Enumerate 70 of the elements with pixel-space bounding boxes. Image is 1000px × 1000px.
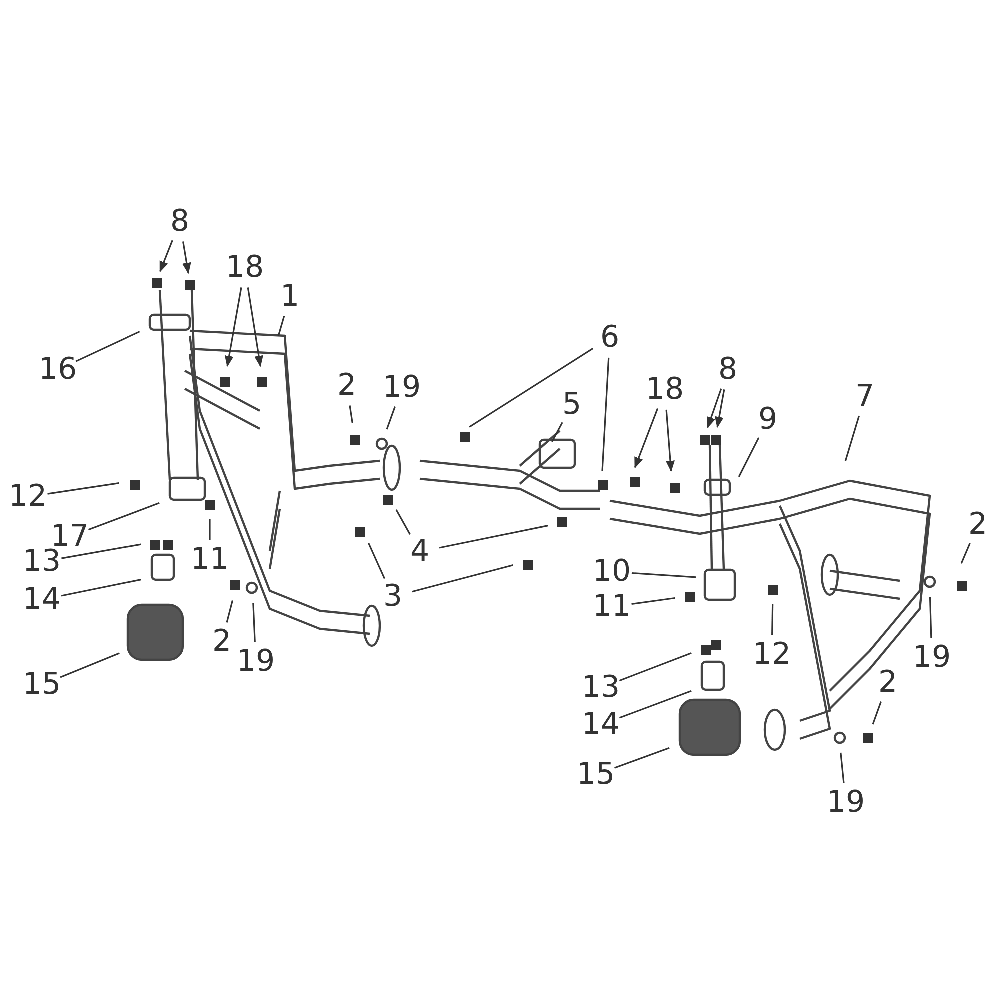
leader-line xyxy=(278,316,286,337)
callout-number: 2 xyxy=(968,509,988,541)
callout-number: 2 xyxy=(337,370,357,402)
leader-line xyxy=(224,288,242,368)
leader-line xyxy=(412,564,514,593)
callout-number: 4 xyxy=(410,536,430,568)
callout-number: 18 xyxy=(226,252,264,284)
callout-number: 9 xyxy=(758,404,778,436)
leader-line xyxy=(61,579,142,597)
callout-number: 2 xyxy=(212,626,232,658)
callout-number: 13 xyxy=(582,672,620,704)
leader-line xyxy=(209,519,211,540)
leader-line xyxy=(60,652,120,678)
callout-number: 10 xyxy=(592,556,632,588)
leader-line xyxy=(772,604,774,636)
leader-line xyxy=(614,747,670,769)
callout-number: 8 xyxy=(718,354,738,386)
callout-number: 13 xyxy=(22,546,62,578)
callout-number: 18 xyxy=(646,374,684,406)
callout-number: 5 xyxy=(562,389,582,421)
leader-line xyxy=(469,348,594,428)
callout-number: 7 xyxy=(855,381,875,413)
leader-line xyxy=(632,597,676,606)
callout-number: 11 xyxy=(190,544,230,576)
leader-line xyxy=(840,752,845,784)
callout-number: 16 xyxy=(38,354,78,386)
leader-line xyxy=(872,702,882,725)
leader-line xyxy=(88,502,160,531)
leader-line xyxy=(738,437,760,478)
callout-number: 2 xyxy=(878,667,898,699)
leader-line xyxy=(619,652,692,682)
callout-number: 14 xyxy=(22,584,62,616)
callout-number: 15 xyxy=(576,759,616,791)
callout-number: 19 xyxy=(382,372,422,404)
callout-number: 3 xyxy=(383,581,403,613)
leader-line xyxy=(552,422,564,442)
leader-line xyxy=(634,408,659,469)
callout-number: 6 xyxy=(600,322,620,354)
leader-line xyxy=(844,416,860,462)
leader-line xyxy=(349,406,354,424)
leader-line xyxy=(396,509,411,535)
leader-line xyxy=(182,242,192,274)
callout-number: 1 xyxy=(280,281,300,313)
leader-line xyxy=(386,406,396,430)
leader-line xyxy=(619,690,692,719)
callout-number: 19 xyxy=(912,642,952,674)
leader-line xyxy=(252,602,256,642)
leader-line xyxy=(62,544,142,560)
leader-line xyxy=(76,331,140,362)
leader-line xyxy=(632,572,696,578)
leader-line xyxy=(160,240,174,273)
leader-line xyxy=(48,482,120,495)
callout-number: 15 xyxy=(22,669,62,701)
callout-number: 12 xyxy=(752,639,792,671)
callout-number: 8 xyxy=(170,206,190,238)
leader-line xyxy=(960,543,971,564)
callout-number: 14 xyxy=(582,709,620,741)
callout-number: 19 xyxy=(236,646,276,678)
callout-number: 11 xyxy=(592,591,632,623)
leader-line xyxy=(602,358,610,472)
leader-line xyxy=(707,388,722,429)
leader-line xyxy=(247,288,264,368)
leader-line xyxy=(226,600,234,623)
leader-line xyxy=(715,390,726,428)
leader-line xyxy=(929,596,932,638)
callout-number: 19 xyxy=(826,787,866,819)
leader-line xyxy=(368,542,386,580)
leader-line xyxy=(439,525,548,549)
callout-number: 12 xyxy=(8,481,48,513)
leader-line xyxy=(666,410,675,472)
